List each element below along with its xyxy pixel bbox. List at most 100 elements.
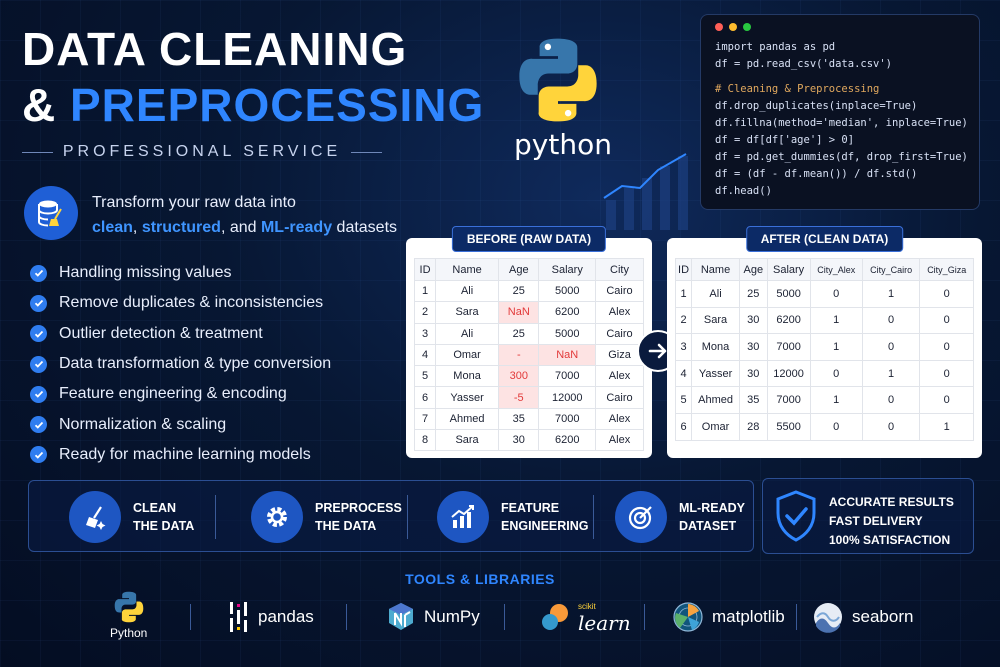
step-title: ML-READY (679, 501, 745, 515)
step-subtitle: THE DATA (315, 519, 377, 533)
column-header: ID (674, 258, 693, 281)
table-cell: 30 (498, 429, 540, 452)
table-cell: 0 (809, 359, 863, 388)
tool-label: pandas (258, 607, 314, 626)
table-cell: 5 (674, 386, 693, 414)
check-icon (30, 416, 47, 434)
table-cell: 35 (739, 386, 768, 414)
column-header: Age (498, 258, 540, 281)
step-clean: CLEAN THE DATA (69, 489, 194, 545)
list-item: Data transformation & type conversion (30, 349, 331, 379)
table-cell: 0 (809, 412, 863, 441)
list-item: Feature engineering & encoding (30, 379, 331, 409)
table-cell: 1 (809, 386, 863, 414)
tool-matplotlib: matplotlib (672, 592, 785, 642)
table-cell: 0 (861, 306, 921, 335)
column-header: Name (435, 258, 500, 281)
error-cell: NaN (538, 343, 597, 367)
python-wordmark: python (514, 128, 612, 161)
error-cell: - (498, 343, 540, 367)
title-line-1: DATA CLEANING (22, 23, 408, 75)
table-cell: 25 (739, 280, 768, 308)
code-line: df.drop_duplicates(inplace=True) (715, 100, 918, 112)
table-cell: 30 (739, 333, 768, 361)
table-cell: 5000 (538, 279, 597, 303)
list-item: Normalization & scaling (30, 409, 331, 439)
code-gap (715, 75, 965, 83)
column-header: Name (691, 258, 741, 281)
check-icon (30, 325, 47, 343)
step-subtitle: THE DATA (133, 519, 195, 533)
subtitle: PROFESSIONAL SERVICE (22, 143, 382, 161)
table-cell: 8 (413, 429, 437, 452)
step-title: CLEAN (133, 501, 177, 515)
table-cell: 5500 (766, 412, 811, 441)
tool-label: NumPy (424, 607, 480, 626)
after-table-label: AFTER (CLEAN DATA) (745, 226, 904, 252)
table-cell: 7000 (766, 333, 811, 361)
table-cell: 1 (919, 412, 974, 441)
table-cell: Ali (435, 279, 500, 303)
table-cell: Yasser (435, 386, 500, 409)
table-cell: 5000 (538, 322, 597, 345)
code-line: df = pd.read_csv('data.csv') (715, 58, 893, 70)
check-icon (30, 355, 47, 373)
title-accent: PREPROCESSING (70, 79, 485, 131)
table-cell: 25 (498, 322, 540, 345)
tool-seaborn: seaborn (812, 592, 913, 642)
matplotlib-logo-icon (673, 602, 703, 632)
target-icon (615, 491, 667, 543)
before-table-label: BEFORE (RAW DATA) (451, 226, 607, 252)
column-header: City_Alex (809, 258, 863, 281)
table-cell: 0 (919, 359, 974, 388)
code-line: df = (df - df.mean()) / df.std() (715, 168, 918, 180)
error-cell: 300 (498, 365, 540, 388)
table-cell: 0 (919, 386, 974, 414)
table-cell: Cairo (595, 322, 644, 345)
table-cell: 7 (413, 407, 437, 431)
table-cell: Ali (691, 280, 741, 308)
table-cell: Ahmed (691, 386, 741, 414)
table-cell: 3 (674, 333, 693, 361)
title-prefix: & (22, 79, 70, 131)
promise-box: ACCURATE RESULTS FAST DELIVERY 100% SATI… (762, 478, 974, 554)
column-header: Age (739, 258, 768, 281)
gear-icon (251, 491, 303, 543)
intro-ml-ready: ML-ready (260, 219, 333, 236)
table-cell: 12000 (766, 359, 811, 388)
table-cell: 4 (674, 359, 693, 388)
step-title: FEATURE (501, 501, 560, 515)
after-table: ID Name Age Salary City_Alex City_Cairo … (674, 258, 974, 441)
list-item: Outlier detection & treatment (30, 319, 331, 349)
table-cell: Mona (435, 365, 500, 388)
code-line: import pandas as pd (715, 41, 836, 53)
list-item: Ready for machine learning models (30, 440, 331, 470)
table-cell: 0 (861, 386, 921, 414)
tool-pandas: pandas (228, 592, 314, 642)
scikit-learn-logo-icon (542, 604, 568, 630)
title-line-2: & PREPROCESSING (22, 78, 484, 132)
feature-label: Data transformation & type conversion (59, 355, 332, 373)
table-cell: Sara (691, 306, 741, 335)
table-cell: 0 (919, 333, 974, 361)
close-dot-icon (715, 23, 723, 31)
intro-sep: , and (220, 219, 261, 236)
table-cell: 2 (674, 306, 693, 335)
table-cell: 7000 (538, 407, 597, 431)
table-cell: 6200 (538, 429, 597, 452)
feature-label: Handling missing values (59, 264, 232, 282)
database-broom-icon (24, 186, 78, 240)
table-cell: Yasser (691, 359, 741, 388)
list-item: Handling missing values (30, 258, 331, 288)
code-line: df = pd.get_dummies(df, drop_first=True) (715, 151, 968, 163)
trend-chart-icon (437, 491, 489, 543)
broom-icon (69, 491, 121, 543)
table-cell: 6 (413, 386, 437, 409)
